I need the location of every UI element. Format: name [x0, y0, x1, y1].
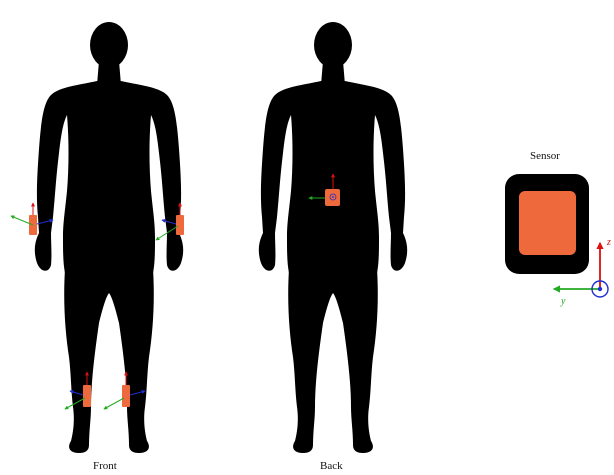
axis-z-label: z — [607, 237, 611, 248]
back-figure — [259, 22, 407, 453]
axis-y-label: y — [561, 296, 565, 307]
sensor-title: Sensor — [530, 150, 560, 162]
back-label: Back — [320, 460, 343, 472]
front-label: Front — [93, 460, 117, 472]
front-figure — [35, 22, 183, 453]
sensor-closeup — [505, 174, 589, 274]
